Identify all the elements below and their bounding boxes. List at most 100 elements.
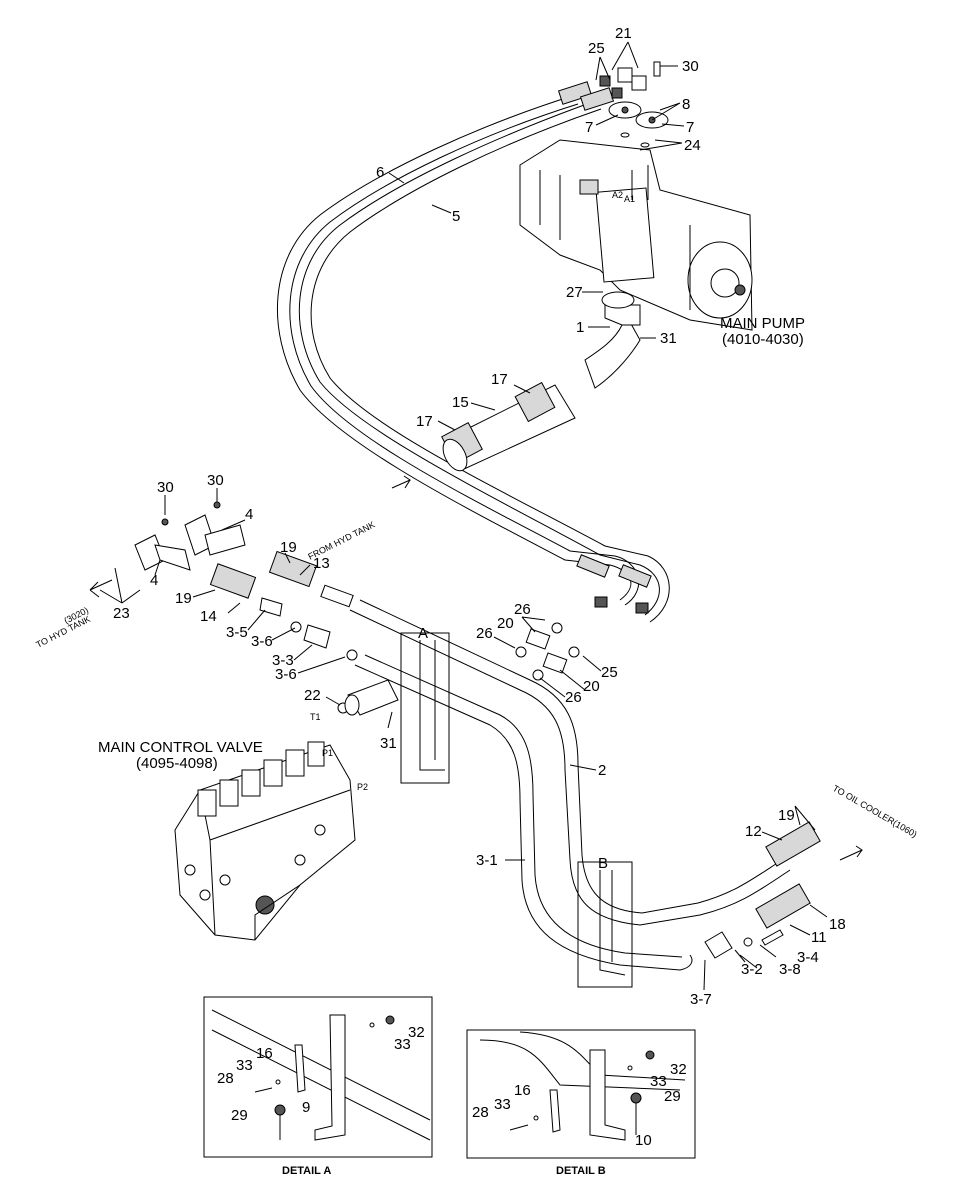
callout: 16 — [514, 1082, 531, 1099]
callout: 24 — [684, 137, 701, 154]
callout: 4 — [150, 572, 158, 589]
callout: 29 — [231, 1107, 248, 1124]
component-labels: MAIN PUMP (4010-4030) MAIN CONTROL VALVE… — [34, 190, 918, 840]
callout: 3-4 — [797, 949, 819, 966]
callout: 30 — [682, 58, 699, 75]
bracket-b-box — [577, 861, 633, 988]
hose-5 — [298, 99, 670, 623]
callout: 2 — [598, 762, 606, 779]
detail-b-box — [466, 1029, 696, 1159]
section-b-label: B — [598, 855, 608, 872]
callout: 3-1 — [476, 852, 498, 869]
detail-a-box — [203, 996, 433, 1158]
callout: 30 — [207, 472, 224, 489]
main-pump-label: MAIN PUMP — [720, 315, 805, 332]
callout: 15 — [452, 394, 469, 411]
callout: 1 — [576, 319, 584, 336]
callout: 33 — [494, 1096, 511, 1113]
mcv-label: MAIN CONTROL VALVE — [98, 739, 263, 756]
callout: 22 — [304, 687, 321, 704]
callout: 3-8 — [779, 961, 801, 978]
callout: 25 — [601, 664, 618, 681]
main-pump-code: (4010-4030) — [722, 331, 804, 348]
mcv-code: (4095-4098) — [136, 755, 218, 772]
pipe-1 — [584, 291, 641, 389]
callout: 3-6 — [251, 633, 273, 650]
callout: 32 — [408, 1024, 425, 1041]
pump-top-fittings — [608, 61, 669, 148]
callout: 26 — [565, 689, 582, 706]
port-a1: A1 — [624, 194, 635, 204]
callout: 17 — [416, 413, 433, 430]
callout: 21 — [615, 25, 632, 42]
leader-lines — [99, 41, 828, 991]
main-control-valve — [174, 741, 356, 941]
flange-left — [134, 501, 246, 571]
callout: 26 — [514, 601, 531, 618]
section-a-label: A — [418, 625, 428, 642]
callout: 33 — [650, 1073, 667, 1090]
callout: 18 — [829, 916, 846, 933]
callout: 28 — [217, 1070, 234, 1087]
callout: 12 — [745, 823, 762, 840]
detail-b-labels: 32 33 16 33 28 29 10 DETAIL B — [472, 1061, 687, 1177]
callout: 5 — [452, 208, 460, 225]
callout: 3-7 — [690, 991, 712, 1008]
bracket-a-box — [400, 632, 450, 784]
callout: 7 — [686, 119, 694, 136]
detail-a-labels: 32 33 16 33 28 9 29 DETAIL A — [217, 1024, 425, 1177]
port-a2: A2 — [612, 190, 623, 200]
callout: 13 — [313, 555, 330, 572]
callout: 31 — [660, 330, 677, 347]
callout: 3-3 — [272, 652, 294, 669]
direction-arrows — [89, 475, 864, 861]
callout: 19 — [778, 807, 795, 824]
pipe-2 — [349, 599, 791, 926]
adapters-20-26 — [515, 622, 580, 681]
detail-b-title: DETAIL B — [556, 1165, 606, 1177]
callout: 3-5 — [226, 624, 248, 641]
callout: 14 — [200, 608, 217, 625]
callout: 4 — [245, 506, 253, 523]
callout: 32 — [670, 1061, 687, 1078]
port-t1: T1 — [310, 712, 321, 722]
callout: 29 — [664, 1088, 681, 1105]
callout: 31 — [380, 735, 397, 752]
callout: 27 — [566, 284, 583, 301]
callout: 20 — [497, 615, 514, 632]
callout: 19 — [280, 539, 297, 556]
callout: 23 — [113, 605, 130, 622]
detail-a-title: DETAIL A — [282, 1165, 331, 1177]
callout: 6 — [376, 164, 384, 181]
callout: 30 — [157, 479, 174, 496]
hose-12-11 — [704, 821, 821, 959]
callout: 33 — [236, 1057, 253, 1074]
pipe-3-1 — [354, 654, 693, 971]
callout: 28 — [472, 1104, 489, 1121]
callout: 33 — [394, 1036, 411, 1053]
callout: 7 — [585, 119, 593, 136]
callout: 20 — [583, 678, 600, 695]
main-pump — [519, 139, 753, 331]
callout: 16 — [256, 1045, 273, 1062]
callout: 25 — [588, 40, 605, 57]
callout: 9 — [302, 1099, 310, 1116]
callout: 10 — [635, 1132, 652, 1149]
callout: 26 — [476, 625, 493, 642]
callout: 3-6 — [275, 666, 297, 683]
hose-15 — [441, 381, 576, 472]
callout: 8 — [682, 96, 690, 113]
to-oil-cooler-label: TO OIL COOLER(1060) — [831, 783, 919, 839]
callout: 3-2 — [741, 961, 763, 978]
callout: 19 — [175, 590, 192, 607]
hose-6 — [277, 94, 640, 606]
callout-numbers: 21 25 30 8 7 7 24 6 5 27 1 31 17 15 17 3… — [113, 25, 846, 1008]
hose-fittings-13-14 — [209, 550, 399, 716]
callout: 17 — [491, 371, 508, 388]
callout: 11 — [811, 929, 827, 946]
hose-fitting-top — [557, 75, 623, 111]
port-p2: P2 — [357, 782, 368, 792]
port-p1: P1 — [322, 748, 333, 758]
hose-fitting-lower — [576, 554, 652, 614]
